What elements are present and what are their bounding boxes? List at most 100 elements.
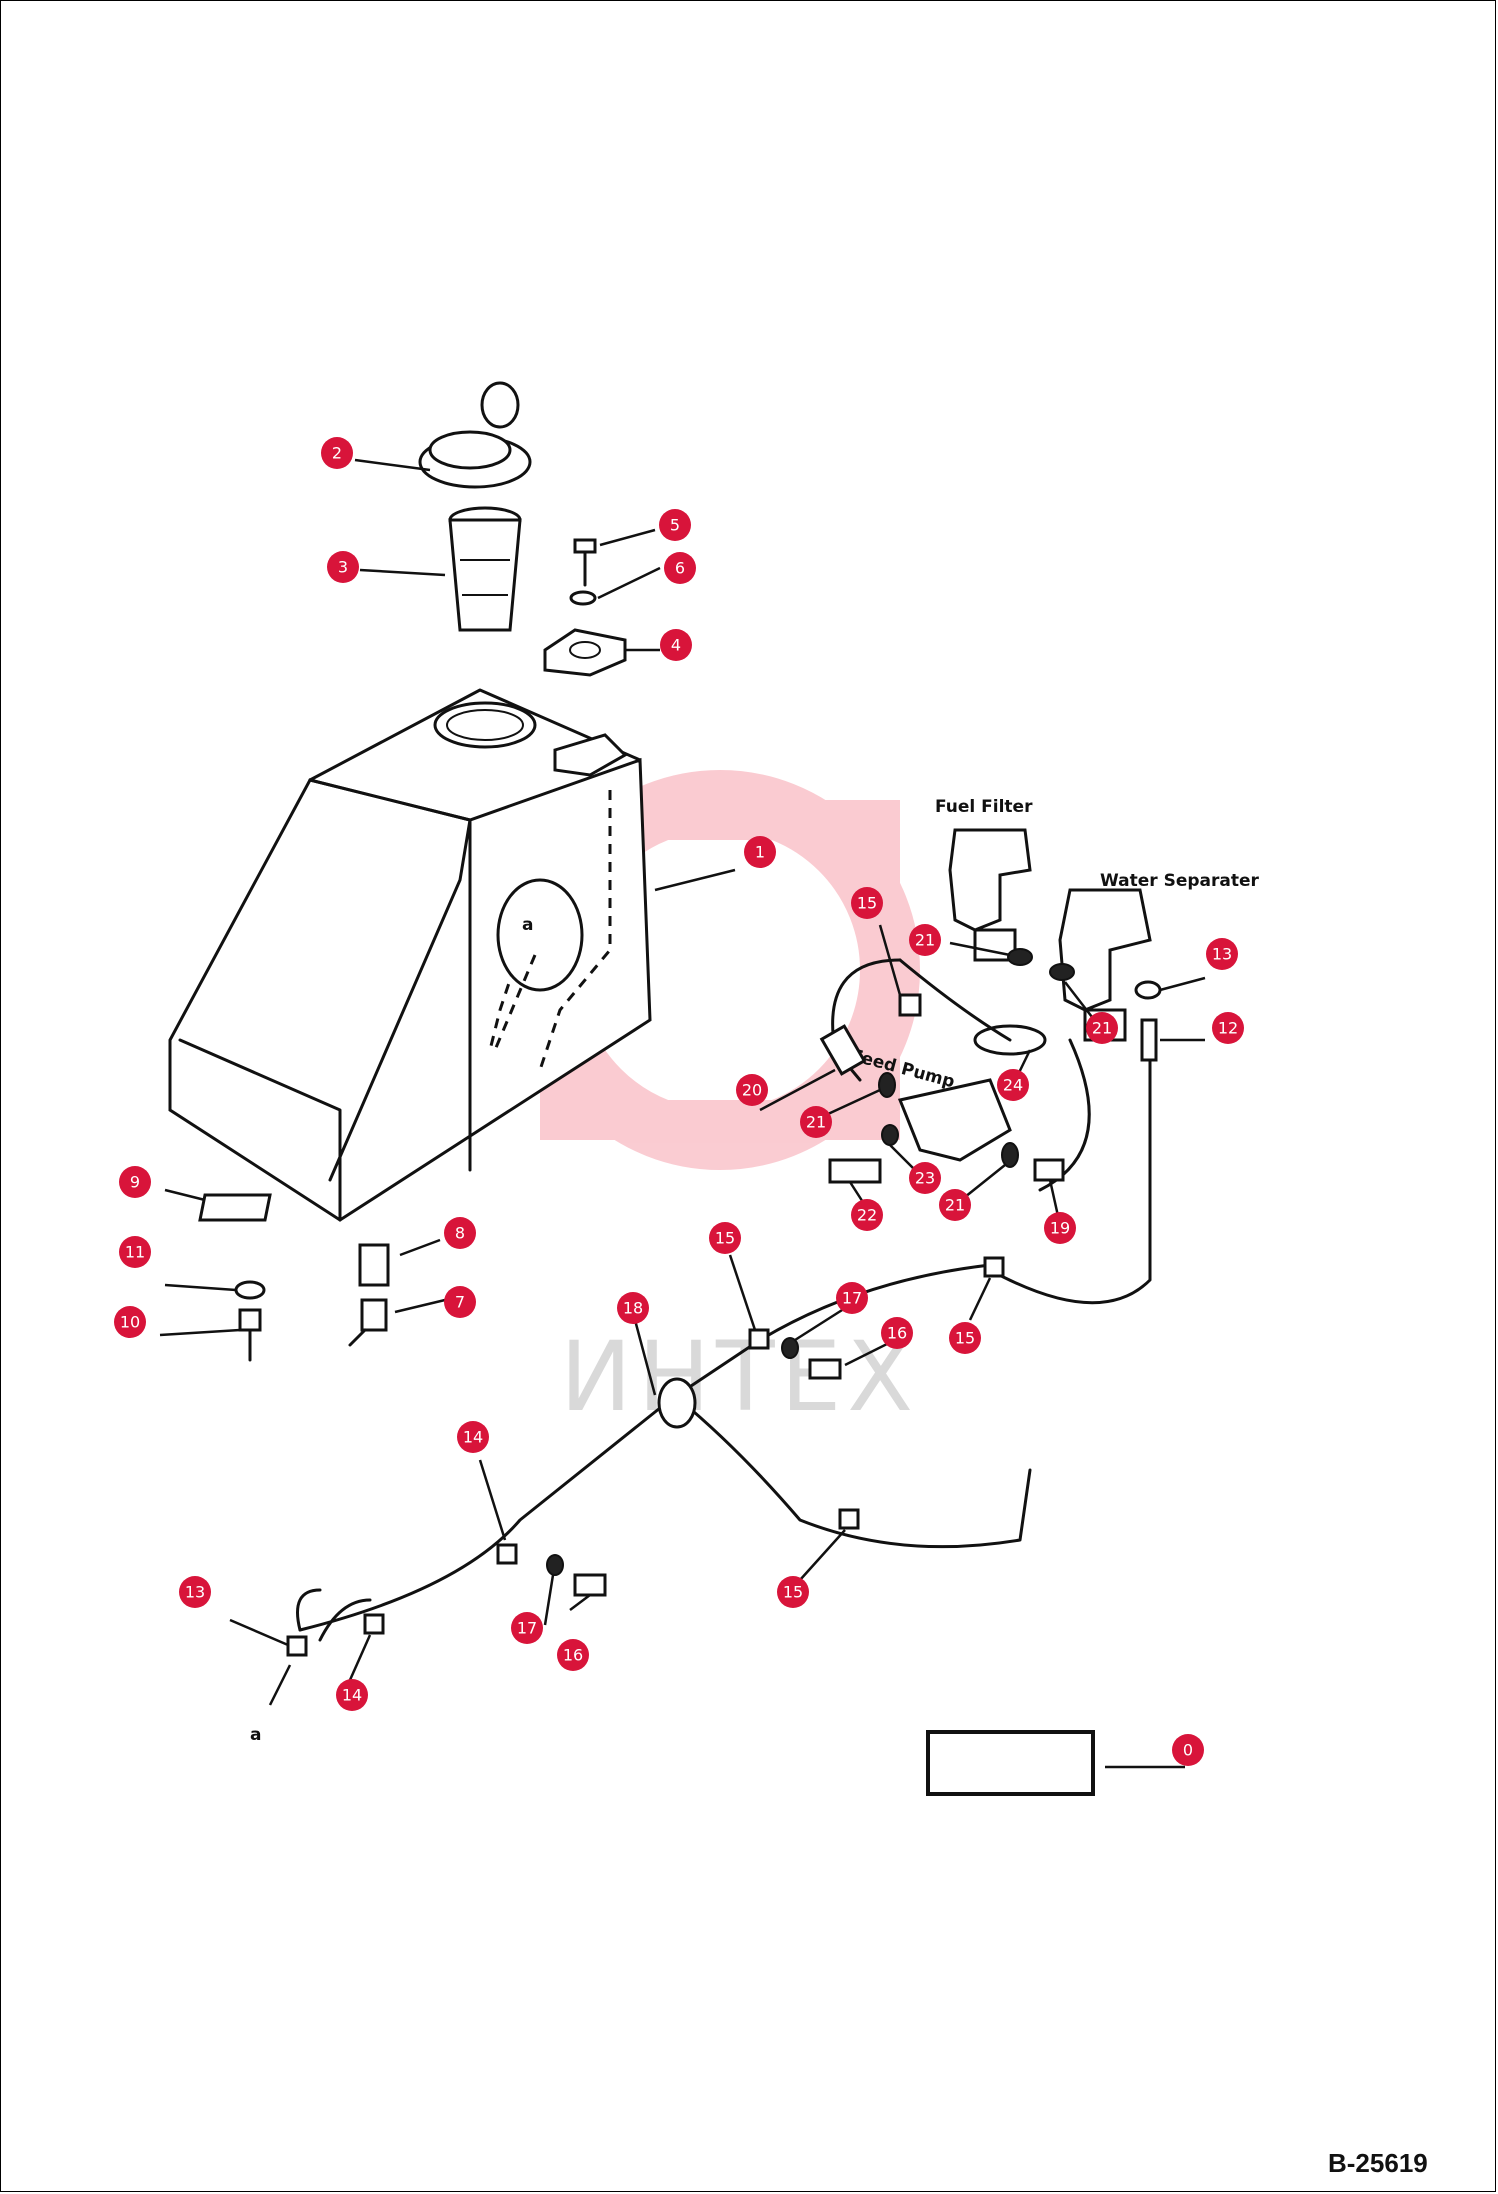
label-a-top: a: [522, 915, 533, 935]
washer-17b: [546, 1554, 564, 1576]
bolt-19: [1033, 1158, 1065, 1182]
svg-text:13: 13: [1212, 945, 1232, 964]
callout-8[interactable]: 8: [444, 1217, 476, 1249]
svg-text:18: 18: [623, 1299, 643, 1318]
bolt-22: [828, 1158, 882, 1184]
callout-21-a[interactable]: 21: [909, 924, 941, 956]
callout-24[interactable]: 24: [997, 1069, 1029, 1101]
callout-15-a[interactable]: 15: [851, 887, 883, 919]
svg-text:21: 21: [806, 1113, 826, 1132]
arrow-a-bottom: [268, 1664, 292, 1706]
callout-16-b[interactable]: 16: [557, 1639, 589, 1671]
svg-text:14: 14: [463, 1428, 483, 1447]
callout-0[interactable]: 0: [1172, 1734, 1204, 1766]
callout-1[interactable]: 1: [744, 836, 776, 868]
svg-text:21: 21: [915, 931, 935, 950]
svg-text:11: 11: [125, 1243, 145, 1262]
svg-text:21: 21: [945, 1196, 965, 1215]
label-fuel-filter: Fuel Filter: [935, 797, 1033, 817]
svg-text:12: 12: [1218, 1019, 1238, 1038]
washer-6: [569, 590, 597, 606]
callout-2[interactable]: 2: [321, 437, 353, 469]
callout-15-c[interactable]: 15: [949, 1322, 981, 1354]
bolt-16b: [573, 1573, 607, 1597]
callout-7[interactable]: 7: [444, 1286, 476, 1318]
callout-10[interactable]: 10: [114, 1306, 146, 1338]
svg-text:15: 15: [955, 1329, 975, 1348]
svg-text:6: 6: [675, 559, 685, 578]
reference-box: [926, 1730, 1095, 1796]
svg-text:19: 19: [1050, 1219, 1070, 1238]
svg-text:5: 5: [670, 516, 680, 535]
callout-18[interactable]: 18: [617, 1292, 649, 1324]
svg-text:10: 10: [120, 1313, 140, 1332]
callout-23[interactable]: 23: [909, 1162, 941, 1194]
gasket-21d: [1001, 1142, 1019, 1168]
callout-13-top[interactable]: 13: [1206, 938, 1238, 970]
gasket-21a: [1007, 948, 1033, 966]
drawing-code: B-25619: [1328, 2148, 1428, 2178]
bolt-16a: [808, 1358, 842, 1380]
bolt-10: [238, 1308, 262, 1362]
svg-text:15: 15: [857, 894, 877, 913]
callout-9[interactable]: 9: [119, 1166, 151, 1198]
bracket-9: [198, 1193, 272, 1222]
callout-20[interactable]: 20: [736, 1074, 768, 1106]
callout-12[interactable]: 12: [1212, 1012, 1244, 1044]
svg-text:23: 23: [915, 1169, 935, 1188]
clamp-15b: [983, 1256, 1005, 1278]
callout-17-b[interactable]: 17: [511, 1612, 543, 1644]
strainer: [448, 506, 522, 632]
plug-13b: [286, 1635, 308, 1657]
svg-text:17: 17: [842, 1289, 862, 1308]
callout-15-d[interactable]: 15: [777, 1576, 809, 1608]
svg-text:8: 8: [455, 1224, 465, 1243]
svg-text:20: 20: [742, 1081, 762, 1100]
svg-text:22: 22: [857, 1206, 877, 1225]
svg-text:15: 15: [783, 1583, 803, 1602]
grommet-18: [657, 1377, 697, 1429]
callout-3[interactable]: 3: [327, 551, 359, 583]
callout-15-b[interactable]: 15: [709, 1222, 741, 1254]
svg-text:14: 14: [342, 1686, 362, 1705]
watermark-text: ИНТЕХ: [560, 1321, 919, 1433]
svg-text:1: 1: [755, 843, 765, 862]
callout-22[interactable]: 22: [851, 1199, 883, 1231]
svg-text:15: 15: [715, 1229, 735, 1248]
clamp-15d: [838, 1508, 860, 1530]
washer-11: [234, 1280, 266, 1300]
callout-16-a[interactable]: 16: [881, 1317, 913, 1349]
callout-4[interactable]: 4: [660, 629, 692, 661]
drain-cock: [348, 1243, 390, 1347]
callout-21-b[interactable]: 21: [1086, 1012, 1118, 1044]
svg-text:24: 24: [1003, 1076, 1023, 1095]
callout-17-a[interactable]: 17: [836, 1282, 868, 1314]
clamp-15a: [898, 993, 922, 1017]
svg-text:3: 3: [338, 558, 348, 577]
callout-21-d[interactable]: 21: [939, 1189, 971, 1221]
plug-13a: [1134, 980, 1162, 1000]
callout-13-bottom[interactable]: 13: [179, 1576, 211, 1608]
bolt-20: [819, 1024, 867, 1076]
svg-text:2: 2: [332, 444, 342, 463]
callout-14-bottom[interactable]: 14: [336, 1679, 368, 1711]
cover-plate: [543, 628, 627, 677]
callout-11[interactable]: 11: [119, 1236, 151, 1268]
callout-14-top[interactable]: 14: [457, 1421, 489, 1453]
clamp-14b: [363, 1613, 385, 1635]
callout-6[interactable]: 6: [664, 552, 696, 584]
callout-5[interactable]: 5: [659, 509, 691, 541]
filler-cap: [418, 381, 532, 489]
svg-text:16: 16: [887, 1324, 907, 1343]
callout-21-c[interactable]: 21: [800, 1106, 832, 1138]
clamp-14a: [496, 1543, 518, 1565]
bolt-5: [573, 538, 597, 587]
callout-19[interactable]: 19: [1044, 1212, 1076, 1244]
svg-text:0: 0: [1183, 1741, 1193, 1760]
svg-text:7: 7: [455, 1293, 465, 1312]
svg-text:9: 9: [130, 1173, 140, 1192]
washer-17a: [781, 1337, 799, 1359]
washer-23: [881, 1124, 899, 1146]
